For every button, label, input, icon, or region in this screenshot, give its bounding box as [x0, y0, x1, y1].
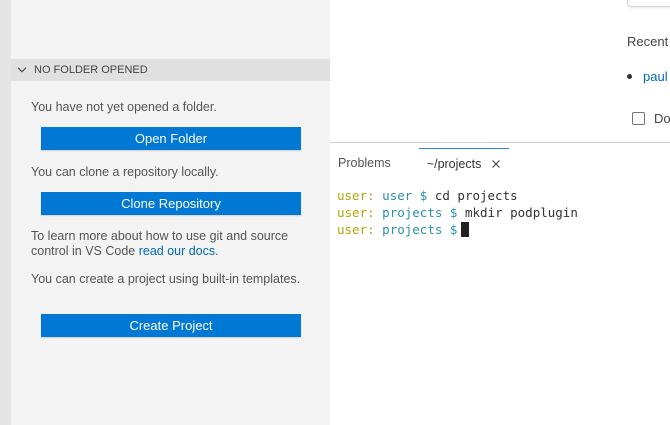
dont-show-label: Do: [654, 111, 670, 126]
terminal-prompt: projects $: [382, 205, 458, 220]
tab-terminal[interactable]: ~/projects: [418, 148, 510, 178]
explorer-sidebar: NO FOLDER OPENED You have not yet opened…: [11, 0, 330, 425]
terminal-prompt: user $: [382, 188, 428, 203]
close-icon[interactable]: [491, 159, 501, 169]
terminal-line: user: projects $: [337, 221, 578, 238]
learn-text: To learn more about how to use git and s…: [31, 229, 316, 259]
open-folder-button[interactable]: Open Folder: [41, 127, 301, 150]
welcome-editor: Recent paul Do: [330, 0, 670, 142]
clone-repository-button[interactable]: Clone Repository: [41, 192, 301, 215]
tab-problems-label: Problems: [338, 156, 391, 170]
create-text: You can create a project using built-in …: [31, 272, 301, 286]
tab-problems[interactable]: Problems: [330, 148, 419, 178]
panel-tabs: Problems ~/projects: [330, 148, 510, 178]
terminal-line: user: projects $ mkdir podplugin: [337, 204, 578, 221]
recent-item-link[interactable]: paul: [643, 69, 668, 85]
no-folder-section-header[interactable]: NO FOLDER OPENED: [11, 59, 330, 81]
tab-terminal-label: ~/projects: [426, 156, 482, 171]
recent-heading: Recent: [627, 34, 669, 49]
read-docs-link[interactable]: read our docs: [138, 244, 216, 258]
terminal-prompt: projects $: [382, 222, 458, 237]
learn-text-line1: To learn more about how to use git and s…: [31, 229, 289, 243]
welcome-card-edge: [627, 0, 670, 7]
clone-text: You can clone a repository locally.: [31, 165, 219, 179]
terminal-command: mkdir podplugin: [457, 205, 578, 220]
learn-text-line2: control in VS Code: [31, 244, 139, 258]
bottom-panel: Problems ~/projects user: user $ cd proj…: [330, 142, 670, 425]
chevron-down-icon: [15, 63, 29, 77]
terminal-user: user:: [337, 222, 375, 237]
dont-show-option[interactable]: Do: [632, 111, 670, 126]
terminal-command: cd projects: [427, 188, 518, 203]
bullet-icon: [627, 74, 632, 80]
section-title: NO FOLDER OPENED: [34, 64, 148, 76]
create-project-button[interactable]: Create Project: [41, 314, 301, 337]
terminal-user: user:: [337, 205, 375, 220]
dont-show-checkbox[interactable]: [632, 112, 645, 125]
recent-item[interactable]: paul: [627, 68, 668, 84]
terminal-cursor: [461, 222, 470, 237]
activity-strip: [0, 0, 11, 425]
terminal-user: user:: [337, 188, 375, 203]
not-opened-text: You have not yet opened a folder.: [31, 100, 217, 114]
terminal-line: user: user $ cd projects: [337, 187, 578, 204]
learn-text-suffix: .: [215, 244, 219, 258]
